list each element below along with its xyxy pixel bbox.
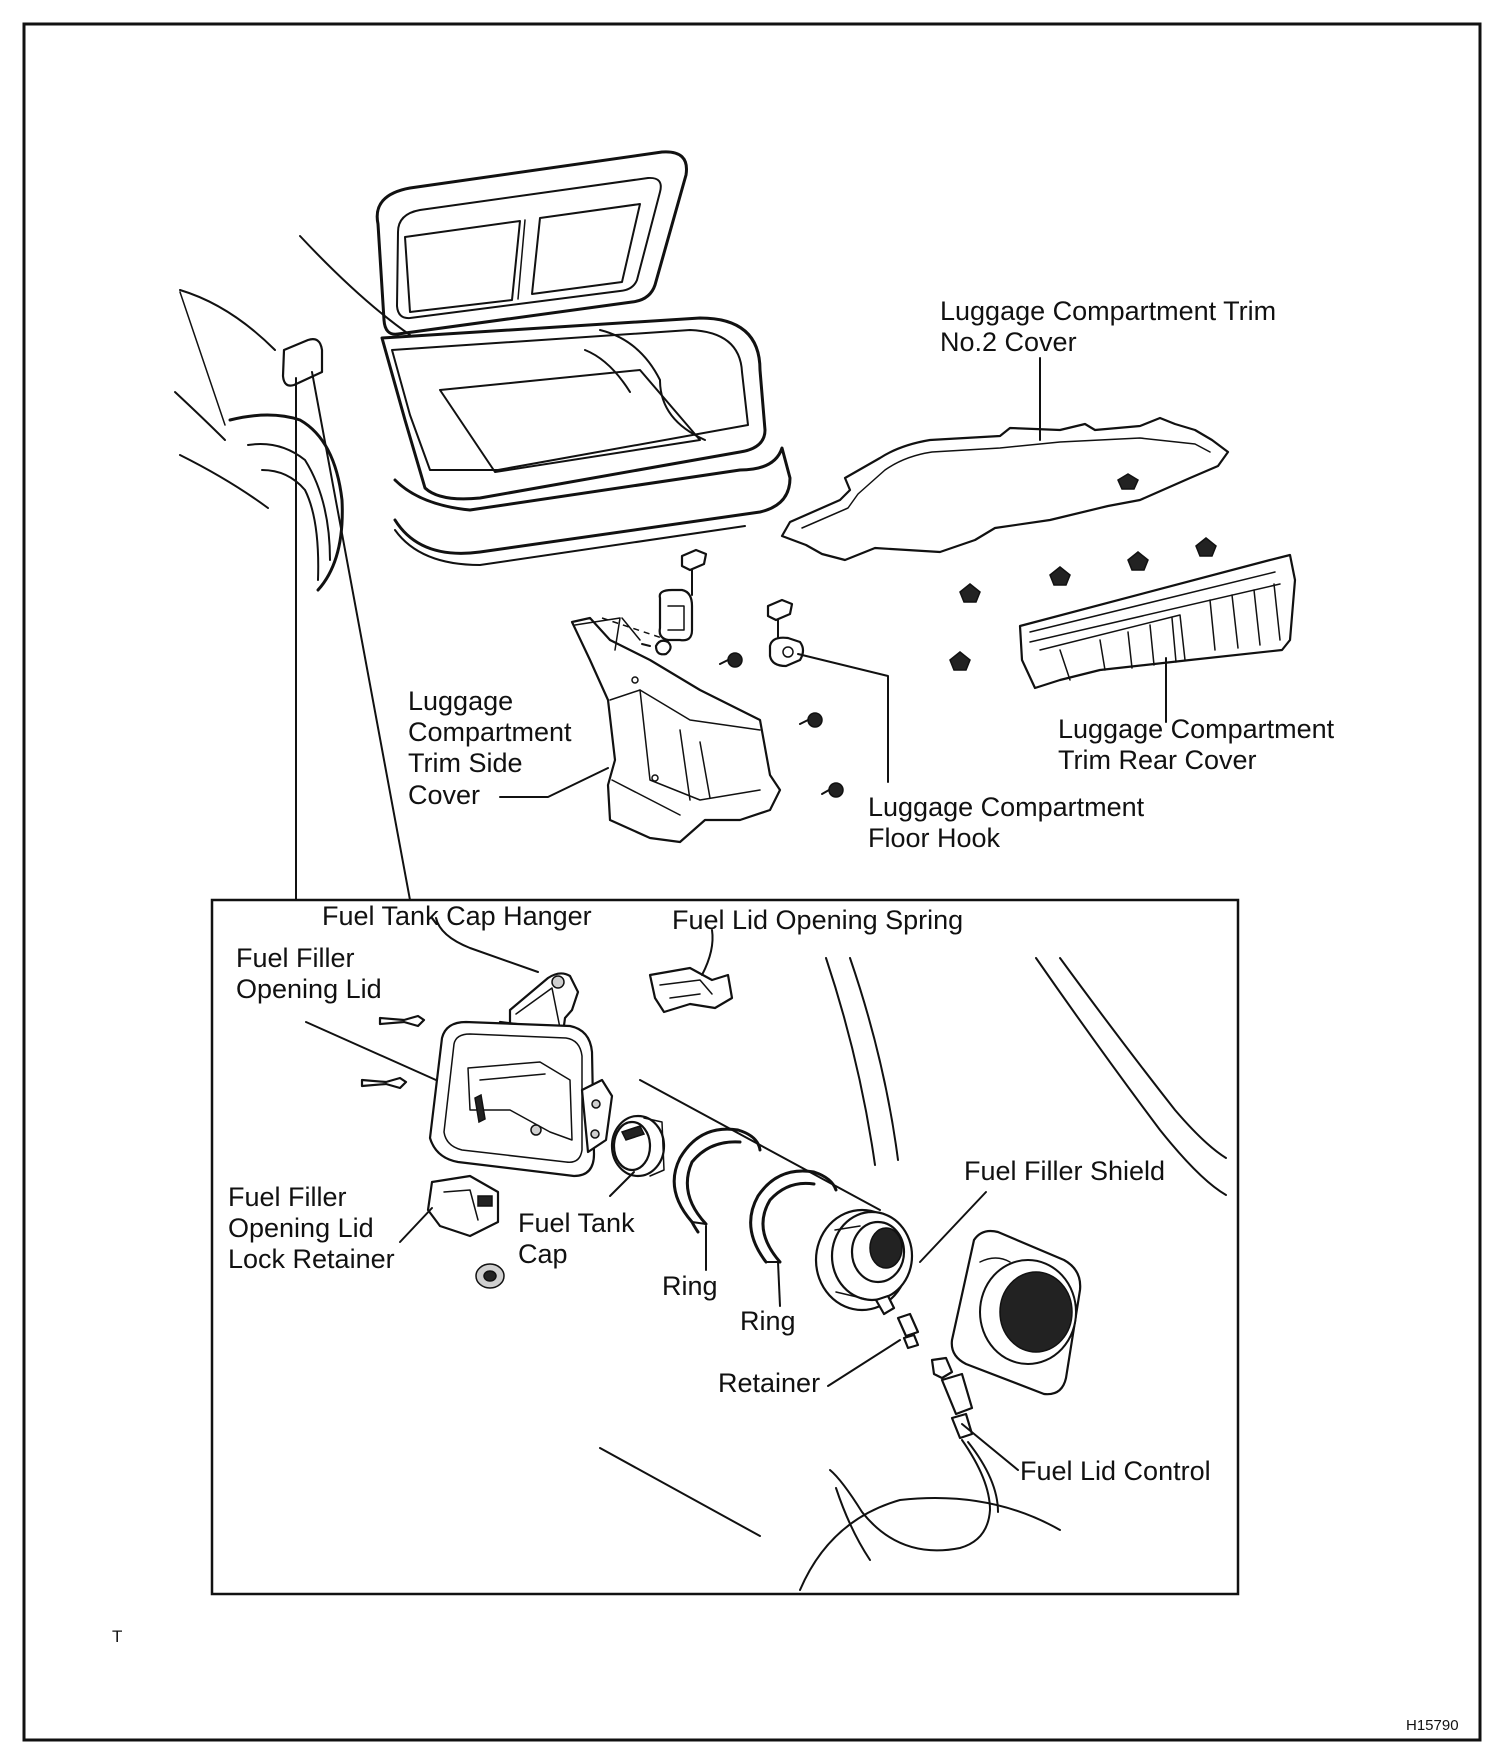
leader-lines-detail <box>305 917 1019 1471</box>
label-floor-hook: Luggage Compartment Floor Hook <box>868 792 1152 853</box>
label-fuel-filler-opening-lid: Fuel Filler Opening Lid <box>236 943 382 1004</box>
label-fuel-tank-cap-hanger: Fuel Tank Cap Hanger <box>322 901 592 931</box>
label-retainer: Retainer <box>718 1368 820 1398</box>
trim-rear-cover-part <box>1018 553 1297 690</box>
label-trim-no2-cover: Luggage Compartment Trim No.2 Cover <box>940 296 1284 357</box>
fuel-filler-detail-box <box>210 898 1240 1596</box>
labels: Luggage Compartment Trim No.2 Cover Lugg… <box>112 296 1459 1734</box>
figure-code: H15790 <box>1406 1717 1459 1734</box>
detail-callout-lines <box>295 371 411 901</box>
label-fuel-filler-shield: Fuel Filler Shield <box>964 1156 1165 1186</box>
car-rear-illustration <box>174 150 792 592</box>
label-lock-retainer: Fuel Filler Opening Lid Lock Retainer <box>228 1182 395 1274</box>
label-fuel-tank-cap: Fuel Tank Cap <box>518 1208 642 1269</box>
fuel-filler-detail-parts <box>360 957 1227 1591</box>
trim-no2-cover-part <box>780 416 1230 562</box>
label-ring-2: Ring <box>740 1306 796 1336</box>
label-fuel-lid-control: Fuel Lid Control <box>1020 1456 1211 1486</box>
corner-mark: T <box>112 1627 122 1646</box>
trim-side-cover-part <box>570 616 782 844</box>
label-trim-rear-cover: Luggage Compartment Trim Rear Cover <box>1058 714 1342 775</box>
label-trim-side-cover: Luggage Compartment Trim Side Cover <box>408 686 579 810</box>
label-ring-1: Ring <box>662 1271 718 1301</box>
trim-clips <box>949 473 1217 671</box>
label-fuel-lid-opening-spring: Fuel Lid Opening Spring <box>672 905 963 935</box>
leader-lines-upper <box>499 357 1167 798</box>
floor-hook-and-fasteners <box>641 548 844 798</box>
outer-frame <box>22 22 1482 1742</box>
